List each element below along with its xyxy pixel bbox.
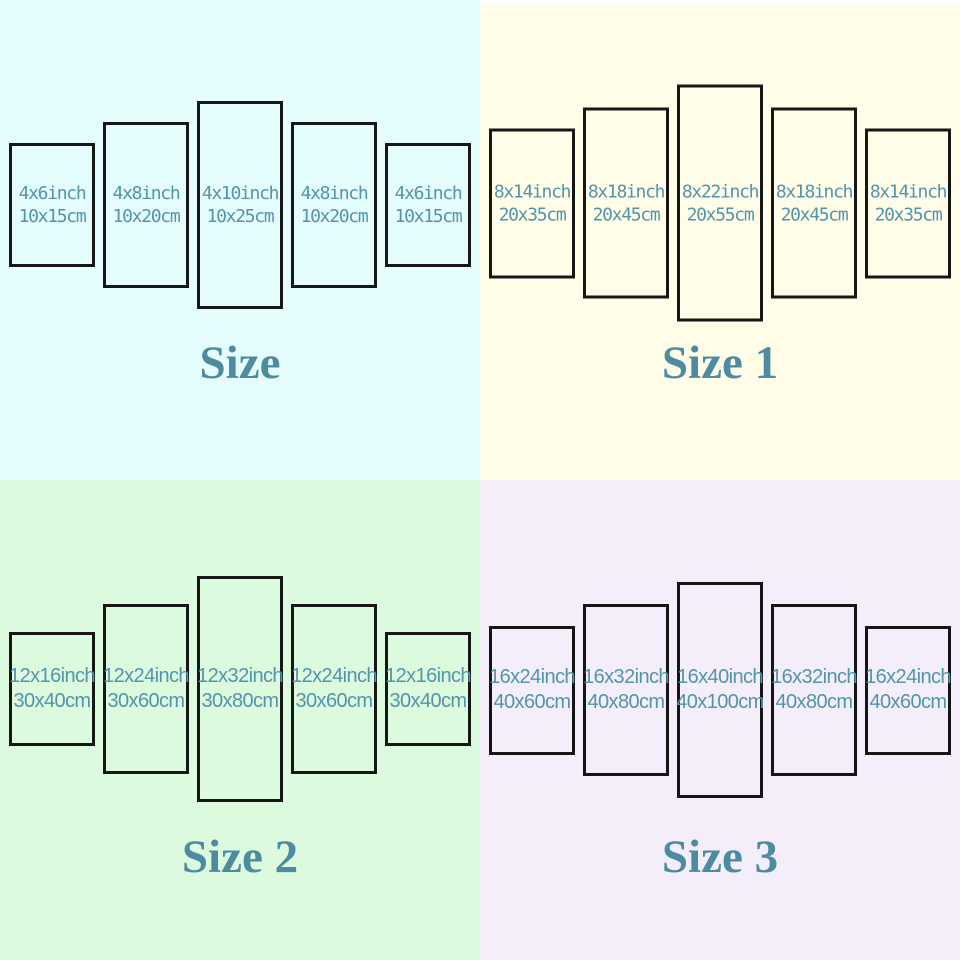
panel-size-inch: 4x10inch [201, 183, 280, 204]
canvas-panel: 12x24inch 30x60cm [291, 604, 378, 774]
section-title: Size 2 [181, 831, 299, 883]
panel-size-inch: 16x32inch [583, 666, 669, 688]
panel-size-cm: 40x100cm [676, 691, 764, 713]
panel-size-inch: 16x40inch [677, 666, 763, 688]
panel-size-cm: 20x35cm [874, 204, 943, 225]
panel-size-inch: 12x24inch [291, 665, 377, 687]
panel-size-cm: 20x45cm [780, 204, 849, 225]
section-title: Size 1 [661, 337, 779, 389]
panel-size-inch: 8x18inch [775, 181, 854, 202]
panel-size-cm: 20x55cm [686, 204, 755, 225]
section-title: Size [199, 337, 281, 389]
canvas-panel: 4x6inch 10x15cm [9, 143, 95, 267]
canvas-panel: 8x18inch 20x45cm [771, 107, 857, 299]
quadrant-size-3: 16x24inch 40x60cm 16x32inch 40x80cm 16x4… [480, 480, 960, 960]
panel-size-cm: 20x45cm [592, 204, 661, 225]
canvas-panel: 8x14inch 20x35cm [489, 128, 575, 278]
canvas-panel: 16x40inch 40x100cm [676, 582, 764, 798]
panel-row: 8x14inch 20x35cm 8x18inch 20x45cm 8x22in… [480, 84, 960, 322]
panel-size-inch: 4x6inch [18, 183, 87, 204]
canvas-panel: 8x18inch 20x45cm [583, 107, 669, 299]
panel-row: 12x16inch 30x40cm 12x24inch 30x60cm 12x3… [0, 576, 480, 802]
canvas-panel: 12x16inch 30x40cm [385, 632, 472, 746]
panel-size-cm: 40x60cm [869, 691, 948, 713]
panel-size-inch: 12x24inch [103, 665, 189, 687]
panel-size-cm: 10x20cm [112, 206, 181, 227]
canvas-panel: 4x10inch 10x25cm [197, 101, 283, 309]
panel-size-inch: 12x16inch [385, 665, 471, 687]
panel-row: 16x24inch 40x60cm 16x32inch 40x80cm 16x4… [480, 582, 960, 798]
canvas-panel: 16x32inch 40x80cm [771, 604, 858, 776]
canvas-panel: 12x24inch 30x60cm [103, 604, 190, 774]
panel-size-cm: 30x60cm [295, 690, 374, 712]
panel-size-inch: 4x8inch [300, 183, 369, 204]
panel-size-inch: 8x14inch [493, 181, 572, 202]
panel-size-cm: 30x60cm [107, 690, 186, 712]
canvas-panel: 16x24inch 40x60cm [489, 625, 576, 755]
panel-size-inch: 16x32inch [771, 666, 857, 688]
section-title: Size 3 [661, 831, 779, 883]
quadrant-size: 4x6inch 10x15cm 4x8inch 10x20cm 4x10inch… [0, 0, 480, 480]
panel-size-inch: 4x8inch [112, 183, 181, 204]
canvas-panel: 12x32inch 30x80cm [197, 576, 284, 802]
top-white-strip [480, 0, 960, 5]
quadrant-size-2: 12x16inch 30x40cm 12x24inch 30x60cm 12x3… [0, 480, 480, 960]
panel-size-cm: 10x15cm [18, 206, 87, 227]
panel-size-cm: 30x80cm [201, 690, 280, 712]
panel-size-inch: 16x24inch [489, 666, 575, 688]
panel-size-inch: 8x18inch [587, 181, 666, 202]
panel-row: 4x6inch 10x15cm 4x8inch 10x20cm 4x10inch… [0, 101, 480, 309]
quadrant-size-1: 8x14inch 20x35cm 8x18inch 20x45cm 8x22in… [480, 0, 960, 480]
panel-size-cm: 40x60cm [493, 691, 572, 713]
panel-size-inch: 16x24inch [865, 666, 951, 688]
canvas-panel: 4x8inch 10x20cm [103, 122, 189, 288]
canvas-panel: 16x24inch 40x60cm [865, 625, 952, 755]
panel-size-cm: 10x20cm [300, 206, 369, 227]
canvas-panel: 4x8inch 10x20cm [291, 122, 377, 288]
panel-size-cm: 30x40cm [389, 690, 468, 712]
canvas-panel: 4x6inch 10x15cm [385, 143, 471, 267]
panel-size-inch: 4x6inch [394, 183, 463, 204]
panel-size-cm: 40x80cm [775, 691, 854, 713]
panel-size-inch: 8x22inch [681, 181, 760, 202]
panel-size-cm: 30x40cm [13, 690, 92, 712]
canvas-panel: 8x14inch 20x35cm [865, 128, 951, 278]
panel-size-cm: 10x15cm [394, 206, 463, 227]
canvas-panel: 12x16inch 30x40cm [9, 632, 96, 746]
canvas-panel: 8x22inch 20x55cm [677, 84, 763, 322]
panel-size-inch: 12x32inch [197, 665, 283, 687]
panel-size-inch: 8x14inch [869, 181, 948, 202]
panel-size-cm: 40x80cm [587, 691, 666, 713]
panel-size-cm: 20x35cm [498, 204, 567, 225]
canvas-panel: 16x32inch 40x80cm [583, 604, 670, 776]
panel-size-inch: 12x16inch [9, 665, 95, 687]
panel-size-cm: 10x25cm [206, 206, 275, 227]
